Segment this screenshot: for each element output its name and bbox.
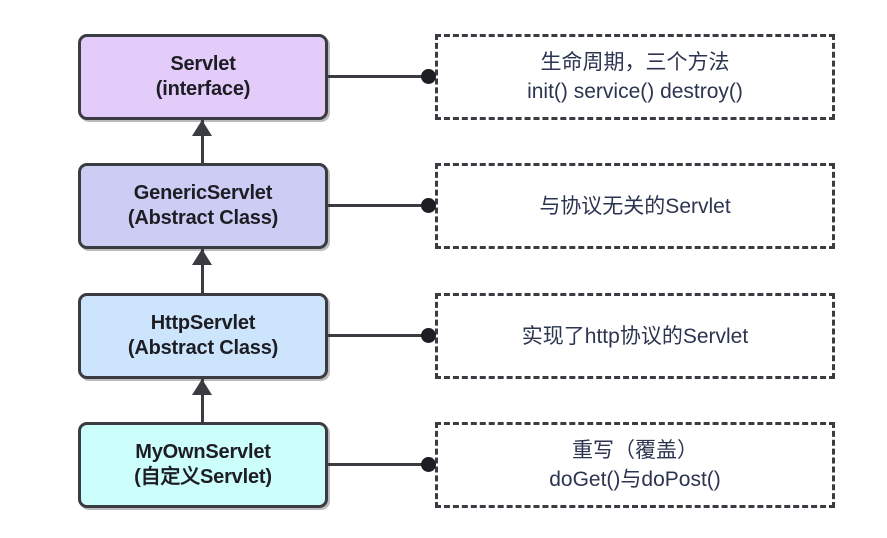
- inheritance-arrow-generic-to-servlet: [192, 120, 212, 136]
- class-kind-servlet: (interface): [155, 78, 251, 100]
- class-kind-myownservlet: (自定义Servlet): [134, 466, 272, 488]
- class-name-httpservlet: HttpServlet: [150, 312, 256, 334]
- note-line-1-servlet: 生命周期，三个方法: [540, 51, 730, 74]
- class-box-servlet[interactable]: Servlet (interface): [78, 34, 328, 120]
- note-connector-dot-generic: [421, 198, 436, 213]
- class-box-httpservlet[interactable]: HttpServlet (Abstract Class): [78, 293, 328, 379]
- class-kind-httpservlet: (Abstract Class): [127, 337, 279, 359]
- note-line-1-genericservlet: 与协议无关的Servlet: [539, 194, 731, 218]
- note-connector-dot-myown: [421, 457, 436, 472]
- note-line-2-myownservlet: doGet()与doPost(): [549, 468, 721, 491]
- note-connector-dot-servlet: [421, 69, 436, 84]
- note-line-1-myownservlet: 重写（覆盖）: [572, 439, 698, 462]
- class-name-genericservlet: GenericServlet: [133, 182, 273, 204]
- inheritance-line-generic-to-servlet: [201, 120, 204, 163]
- note-connector-line-myown: [328, 463, 436, 466]
- class-name-servlet: Servlet: [170, 53, 236, 75]
- inheritance-arrow-myown-to-http: [192, 379, 212, 395]
- note-connector-dot-http: [421, 328, 436, 343]
- note-line-2-servlet: init() service() destroy(): [527, 80, 743, 103]
- note-connector-line-generic: [328, 204, 436, 207]
- class-name-myownservlet: MyOwnServlet: [135, 441, 271, 463]
- inheritance-line-myown-to-http: [201, 379, 204, 422]
- class-kind-genericservlet: (Abstract Class): [127, 207, 279, 229]
- note-box-genericservlet[interactable]: 与协议无关的Servlet: [435, 163, 835, 249]
- inheritance-line-http-to-generic: [201, 249, 204, 293]
- note-line-1-httpservlet: 实现了http协议的Servlet: [521, 324, 749, 348]
- note-connector-line-http: [328, 334, 436, 337]
- class-box-genericservlet[interactable]: GenericServlet (Abstract Class): [78, 163, 328, 249]
- note-connector-line-servlet: [328, 75, 436, 78]
- note-box-myownservlet[interactable]: 重写（覆盖） doGet()与doPost(): [435, 422, 835, 508]
- class-box-myownservlet[interactable]: MyOwnServlet (自定义Servlet): [78, 422, 328, 508]
- inheritance-arrow-http-to-generic: [192, 249, 212, 265]
- note-box-httpservlet[interactable]: 实现了http协议的Servlet: [435, 293, 835, 379]
- note-box-servlet[interactable]: 生命周期，三个方法 init() service() destroy(): [435, 34, 835, 120]
